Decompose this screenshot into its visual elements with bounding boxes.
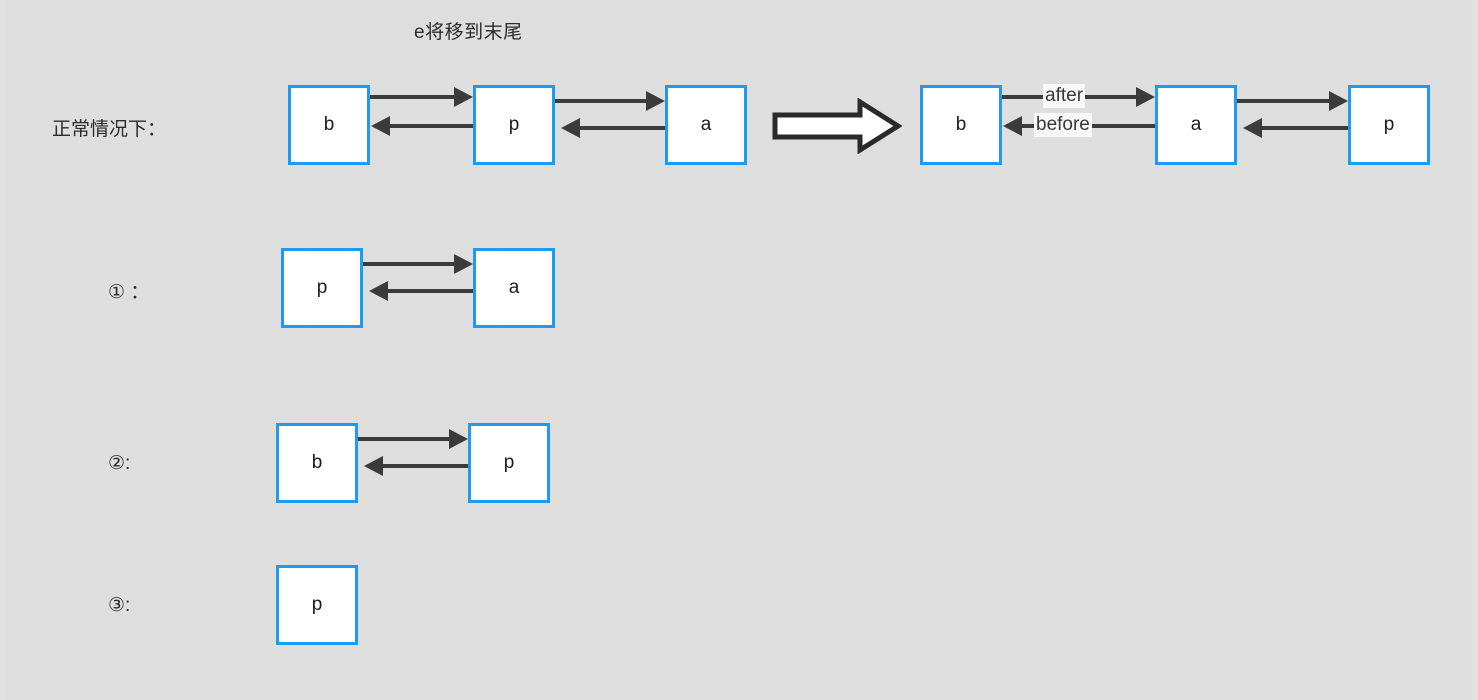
arrow-head-right-icon <box>454 87 473 107</box>
row-label-normal: 正常情况下： <box>52 119 167 140</box>
node-normal-before-1: p <box>473 85 555 165</box>
node-step1-0: p <box>281 248 363 328</box>
arrow-head-right-icon <box>646 91 665 111</box>
edge-label-before: before <box>1034 113 1092 137</box>
arrow-step2-p-to-b <box>364 456 468 476</box>
arrow-head-left-icon <box>364 456 383 476</box>
arrow-step1-a-to-p <box>369 281 473 301</box>
node-step1-1: a <box>473 248 555 328</box>
canvas-right-edge <box>1472 0 1478 700</box>
arrow-head-left-icon <box>561 118 580 138</box>
arrow-head-right-icon <box>449 429 468 449</box>
arrow-normal-before-p-to-b <box>371 116 473 136</box>
node-normal-after-2: p <box>1348 85 1430 165</box>
arrow-head-left-icon <box>1243 118 1262 138</box>
arrow-head-right-icon <box>1136 87 1155 107</box>
arrow-step1-p-to-a <box>363 254 473 274</box>
arrow-step2-b-to-p <box>358 429 468 449</box>
node-step2-0: b <box>276 423 358 503</box>
row-label-step-1: ① ： <box>108 282 150 303</box>
canvas-left-edge <box>0 0 6 700</box>
arrow-normal-before-p-to-a <box>555 91 665 111</box>
arrow-normal-before-b-to-p <box>370 87 473 107</box>
diagram-title: e将移到末尾 <box>414 22 523 43</box>
arrow-head-left-icon <box>1003 116 1022 136</box>
row-label-step-3: ③: <box>108 595 131 616</box>
edge-label-after: after <box>1043 84 1086 108</box>
arrow-normal-after-a-to-p <box>1237 91 1348 111</box>
arrow-head-left-icon <box>371 116 390 136</box>
arrow-normal-after-p-to-a <box>1243 118 1348 138</box>
node-normal-after-1: a <box>1155 85 1237 165</box>
node-normal-before-0: b <box>288 85 370 165</box>
node-normal-after-0: b <box>920 85 1002 165</box>
arrow-head-right-icon <box>1329 91 1348 111</box>
row-label-step-2: ②: <box>108 453 131 474</box>
arrow-head-right-icon <box>454 254 473 274</box>
node-step2-1: p <box>468 423 550 503</box>
block-arrow-right-icon <box>772 97 903 159</box>
arrow-normal-before-a-to-p <box>561 118 665 138</box>
arrow-head-left-icon <box>369 281 388 301</box>
node-step3-0: p <box>276 565 358 645</box>
node-normal-before-2: a <box>665 85 747 165</box>
